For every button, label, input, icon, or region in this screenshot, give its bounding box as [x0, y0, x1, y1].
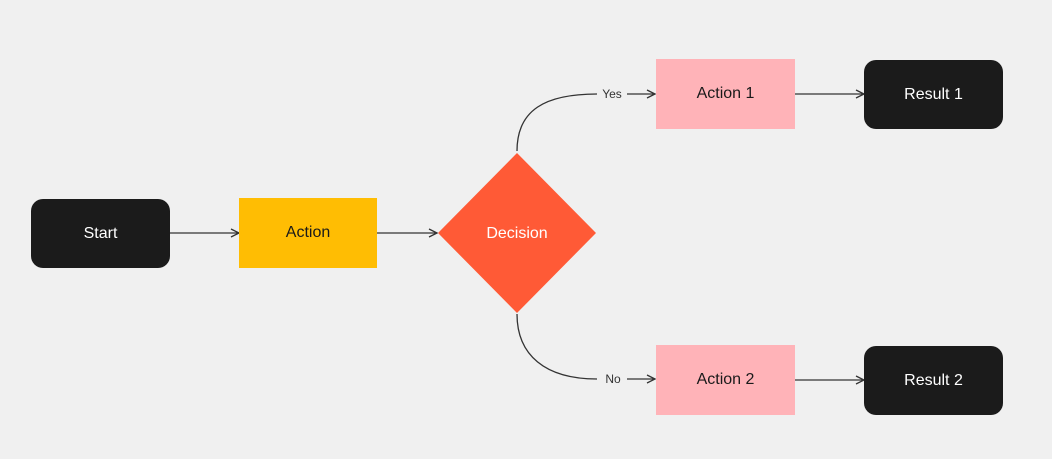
- decision-label: Decision: [486, 225, 547, 242]
- edge-decision-to-action1: [516, 93, 598, 152]
- action-label: Action: [285, 224, 331, 241]
- action1-node[interactable]: Action 1: [656, 59, 795, 129]
- result1-label: Result 1: [904, 85, 963, 103]
- edge-label-yes: Yes: [602, 87, 622, 101]
- action1-label: Action 1: [696, 85, 755, 102]
- action2-node[interactable]: Action 2: [656, 345, 795, 415]
- start-node[interactable]: Start: [31, 199, 170, 268]
- result2-label: Result 2: [904, 371, 963, 389]
- edge-label-no: No: [605, 372, 621, 386]
- action2-label: Action 2: [696, 371, 755, 388]
- start-label: Start: [83, 224, 118, 242]
- action-node[interactable]: Action: [239, 198, 377, 268]
- decision-diamond[interactable]: [438, 153, 596, 313]
- result2-node[interactable]: Result 2: [864, 346, 1003, 415]
- result1-node[interactable]: Result 1: [864, 60, 1003, 129]
- edge-decision-to-action2: [516, 313, 598, 380]
